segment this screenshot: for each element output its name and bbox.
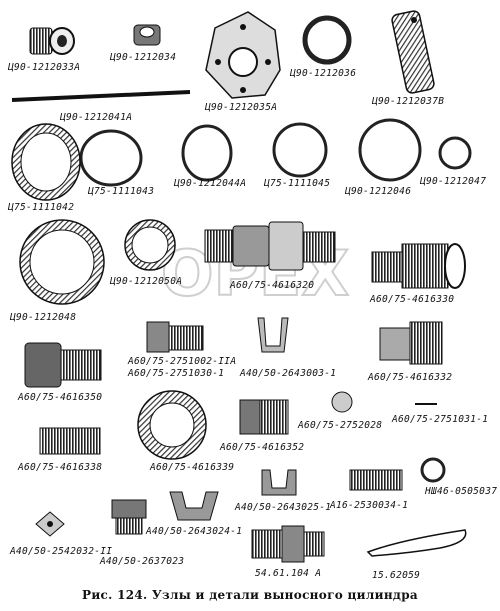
part-ring-050a xyxy=(124,219,176,271)
part-bracket-2643024 xyxy=(169,491,219,521)
label-part: А60/75-4616352 xyxy=(220,442,305,453)
label-part: А60/75-4616338 xyxy=(18,462,103,473)
label-part: 15.62059 xyxy=(372,570,421,581)
part-washer-045 xyxy=(272,122,328,178)
label-part: А60/75-2751031-1 xyxy=(392,414,489,425)
label-part: А60/75-4616320 xyxy=(230,280,315,291)
label-part: А16-2530034-1 xyxy=(330,500,409,511)
label-part: 54.61.104 А xyxy=(255,568,322,579)
part-gasket-048 xyxy=(19,219,105,305)
label-part: Ц90-1212044А xyxy=(174,178,247,189)
part-spring-2530034 xyxy=(349,469,403,491)
part-bracket-2643025 xyxy=(261,469,297,496)
part-rod-037b xyxy=(391,10,435,94)
label-part: А60/75-2751030-1 xyxy=(128,368,225,379)
label-part: Ц90-1212036 xyxy=(290,68,357,79)
part-washer-043 xyxy=(79,129,143,187)
part-washer-042 xyxy=(11,123,81,201)
part-washer-047 xyxy=(438,136,472,170)
label-part: Ц90-1212034 xyxy=(110,52,177,63)
label-part: НШ46-0505037 xyxy=(425,486,498,497)
label-part: Ц90-1212046 xyxy=(345,186,412,197)
part-washer-044a xyxy=(181,124,233,182)
label-part: Ц90-1212033А xyxy=(8,62,81,73)
part-rod-041a xyxy=(11,90,191,102)
label-part: Ц90-1212048 xyxy=(10,312,77,323)
label-part: Ц75-1111043 xyxy=(88,186,155,197)
part-flange-035a xyxy=(205,11,281,99)
part-nipple-2751002 xyxy=(146,321,204,353)
label-part: Ц90-1212050А xyxy=(110,276,183,287)
part-adapter-4616350 xyxy=(24,342,102,388)
label-part: Ц75-1111045 xyxy=(264,178,331,189)
label-part: А60/75-2752028 xyxy=(298,420,383,431)
part-fitting-4616332 xyxy=(379,321,443,365)
label-part: Ц90-1212041А xyxy=(60,112,133,123)
label-part: А40/50-2637023 xyxy=(100,556,185,567)
part-clip-2643003 xyxy=(257,317,289,353)
label-part: А60/75-4616339 xyxy=(150,462,235,473)
part-cap-2542032 xyxy=(35,511,65,537)
part-cotter-pin-62059 xyxy=(366,529,467,557)
label-part: А60/75-4616330 xyxy=(370,294,455,305)
part-fitting-033a xyxy=(29,27,75,55)
label-part: Ц75-1111042 xyxy=(8,202,75,213)
part-nut-034 xyxy=(133,24,161,46)
label-part: А40/50-2643025-1 xyxy=(235,502,332,513)
label-part: А60/75-4616350 xyxy=(18,392,103,403)
label-part: А40/50-2643024-1 xyxy=(146,526,243,537)
part-nipple-4616338 xyxy=(39,427,101,455)
figure-caption: Рис. 124. Узлы и детали выносного цилинд… xyxy=(82,588,418,602)
part-ring-0505037 xyxy=(420,457,446,483)
part-ring-036 xyxy=(302,15,352,65)
part-union-6110 xyxy=(251,525,325,563)
label-part: Ц90-1212047 xyxy=(420,176,487,187)
part-ball-2752028 xyxy=(331,391,353,413)
label-part: Ц90-1212037В xyxy=(372,96,445,107)
label-part: А40/50-2643003-1 xyxy=(240,368,337,379)
label-part: А40/50-2542032-II xyxy=(10,546,113,557)
label-part: А60/75-4616332 xyxy=(368,372,453,383)
part-fitting-4616330 xyxy=(371,243,466,289)
label-part: Ц90-1212035А xyxy=(205,102,278,113)
part-fitting-2637023 xyxy=(111,499,147,535)
part-fitting-4616352 xyxy=(239,399,289,435)
part-washer-046 xyxy=(358,118,422,182)
part-ring-4616339 xyxy=(137,390,207,460)
part-coupling-4616320 xyxy=(204,221,336,271)
label-part: А60/75-2751002-IIА xyxy=(128,356,237,367)
